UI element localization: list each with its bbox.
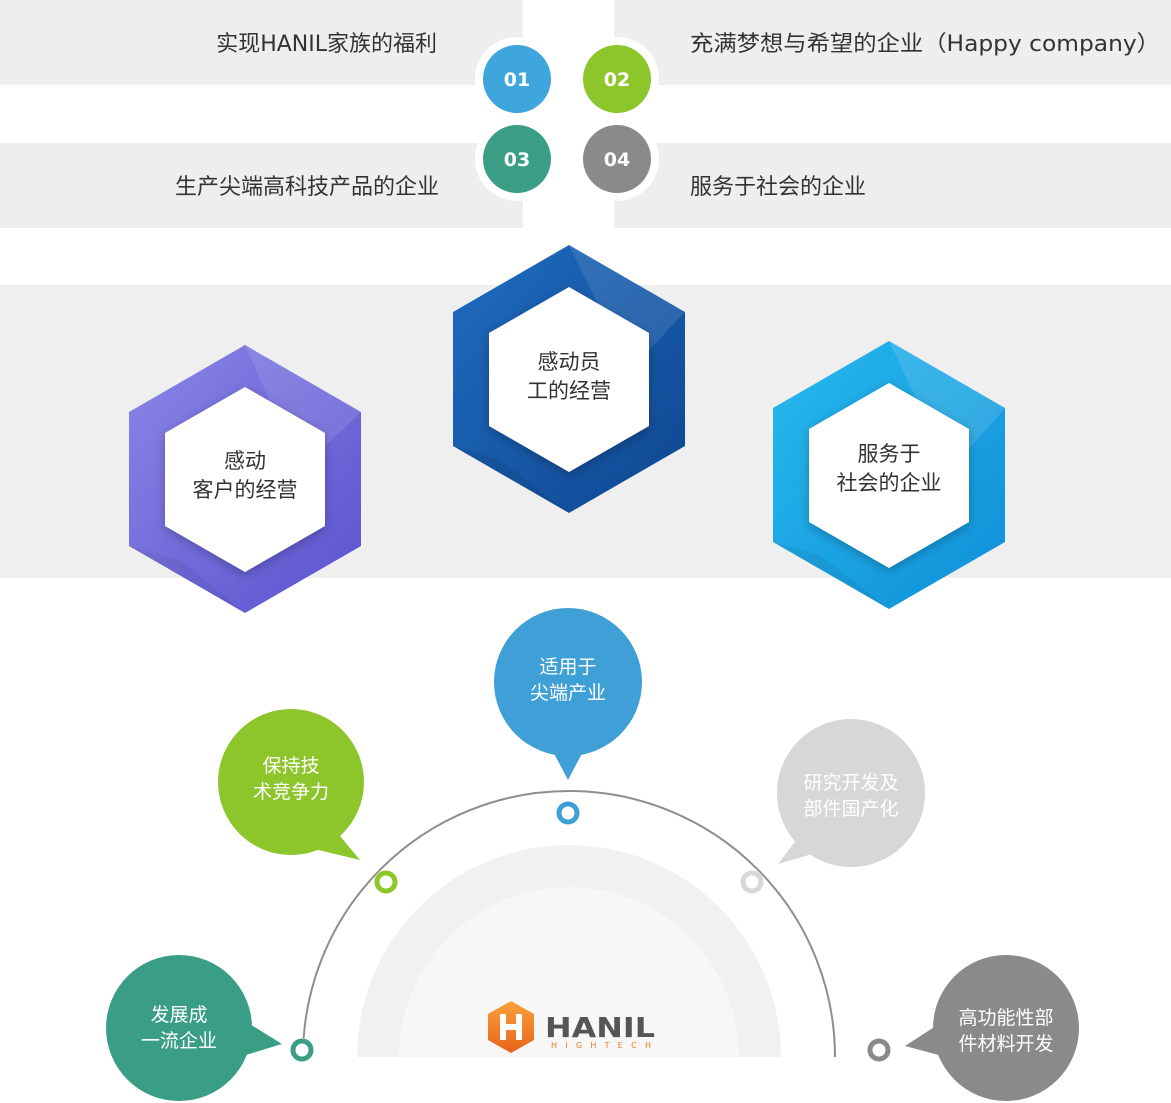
hexagon-society-facet-2 xyxy=(773,542,889,609)
arc-node-2-ring xyxy=(374,870,398,894)
hexagon-employee-line2: 工的经营 xyxy=(527,379,611,403)
bubble-localization-line2: 部件国产化 xyxy=(803,798,898,820)
hexagon-society-line2: 社会的企业 xyxy=(837,471,942,495)
hexagon-employee: 感动员 工的经营 xyxy=(453,245,685,513)
number-badge-02: 02 xyxy=(575,37,659,121)
number-badge-03-fill xyxy=(483,125,551,193)
panel-02 xyxy=(614,0,1171,85)
bubble-advanced-industry-circle xyxy=(494,608,642,756)
hexagon-customer-facet-2 xyxy=(129,546,245,613)
vision-section: HANIL HIGHTECH 发展成 一流企业 xyxy=(106,608,1079,1101)
hexagon-employee-facet-2 xyxy=(453,446,569,513)
bubble-tech-competitiveness: 保持技 术竞争力 xyxy=(218,709,364,860)
number-03: 03 xyxy=(504,149,530,171)
hexagon-society: 服务于 社会的企业 xyxy=(773,341,1005,609)
value-label-03: 生产尖端高科技产品的企业 xyxy=(175,175,439,200)
hexagon-society-inner xyxy=(809,383,969,568)
panel-04 xyxy=(614,143,1171,228)
arc-node-1 xyxy=(290,1038,314,1062)
number-badge-04-fill xyxy=(583,125,651,193)
bubble-localization-circle xyxy=(777,719,925,867)
panel-03 xyxy=(0,143,523,228)
values-grid: 实现HANIL家族的福利 充满梦想与希望的企业（Happy company） 生… xyxy=(0,0,1171,228)
bubble-functional-materials: 高功能性部 件材料开发 xyxy=(905,955,1079,1101)
hexagon-customer-facet xyxy=(245,345,361,470)
number-badge-01-fill xyxy=(483,45,551,113)
hexagon-employee-inner xyxy=(489,287,649,472)
arc-node-5 xyxy=(867,1038,891,1062)
number-badge-04: 04 xyxy=(575,117,659,201)
bubble-first-class-line2: 一流企业 xyxy=(141,1030,217,1052)
number-badge-03: 03 xyxy=(475,117,559,201)
hanil-logo-brand: HANIL xyxy=(545,1011,655,1044)
hexagon-society-facet xyxy=(889,341,1005,470)
management-section: 感动 客户的经营 感动员 工的经营 服务于 社会的企业 xyxy=(0,245,1171,613)
arc-node-4-ring xyxy=(740,870,764,894)
hexagon-society-line1: 服务于 xyxy=(858,442,921,466)
arc-node-3-ring xyxy=(556,801,580,825)
bubble-functional-materials-line2: 件材料开发 xyxy=(958,1033,1053,1055)
arc-node-1-ring xyxy=(290,1038,314,1062)
bubble-first-class-circle xyxy=(106,955,252,1101)
bubble-advanced-industry-line2: 尖端产业 xyxy=(530,682,606,704)
bubble-tech-competitiveness-tail xyxy=(310,824,360,860)
bubble-functional-materials-line1: 高功能性部 xyxy=(958,1007,1053,1029)
arc-node-5-ring xyxy=(867,1038,891,1062)
number-badge-01: 01 xyxy=(475,37,559,121)
bubble-functional-materials-circle xyxy=(933,955,1079,1101)
bubble-tech-competitiveness-circle xyxy=(218,709,364,855)
hanil-logo-h-mark xyxy=(500,1014,522,1040)
bubble-localization-tail xyxy=(778,835,826,864)
arc-node-3 xyxy=(556,801,580,825)
arc-node-2 xyxy=(374,870,398,894)
bubble-advanced-industry: 适用于 尖端产业 xyxy=(494,608,642,780)
hexagon-employee-facet xyxy=(569,245,685,370)
bubble-localization: 研究开发及 部件国产化 xyxy=(777,719,925,867)
vision-arc-band-inner xyxy=(399,887,739,1057)
bubble-advanced-industry-tail xyxy=(548,742,588,780)
hexagon-customer-inner xyxy=(165,387,325,572)
bubble-tech-competitiveness-line2: 术竞争力 xyxy=(253,781,329,803)
hexagon-employee-line1: 感动员 xyxy=(538,350,601,374)
bubble-tech-competitiveness-line1: 保持技 xyxy=(262,755,319,777)
bubble-functional-materials-tail xyxy=(905,1020,950,1058)
panel-01 xyxy=(0,0,523,85)
arc-node-4 xyxy=(740,870,764,894)
number-badge-02-fill xyxy=(583,45,651,113)
value-label-02: 充满梦想与希望的企业（Happy company） xyxy=(690,32,1160,57)
bubble-first-class: 发展成 一流企业 xyxy=(106,955,282,1101)
number-04: 04 xyxy=(604,149,630,171)
bubble-first-class-line1: 发展成 xyxy=(150,1004,207,1026)
bubble-advanced-industry-line1: 适用于 xyxy=(539,656,596,678)
bubble-first-class-tail xyxy=(236,1018,282,1058)
number-02: 02 xyxy=(604,69,630,91)
value-label-04: 服务于社会的企业 xyxy=(690,175,866,200)
vision-arc-line xyxy=(302,790,836,1058)
hexagon-customer-line1: 感动 xyxy=(224,449,266,473)
value-label-01: 实现HANIL家族的福利 xyxy=(216,32,437,57)
hexagon-customer-line2: 客户的经营 xyxy=(193,478,298,502)
number-01: 01 xyxy=(504,69,530,91)
bubble-localization-line1: 研究开发及 xyxy=(803,772,898,794)
hexagon-customer: 感动 客户的经营 xyxy=(129,345,361,613)
